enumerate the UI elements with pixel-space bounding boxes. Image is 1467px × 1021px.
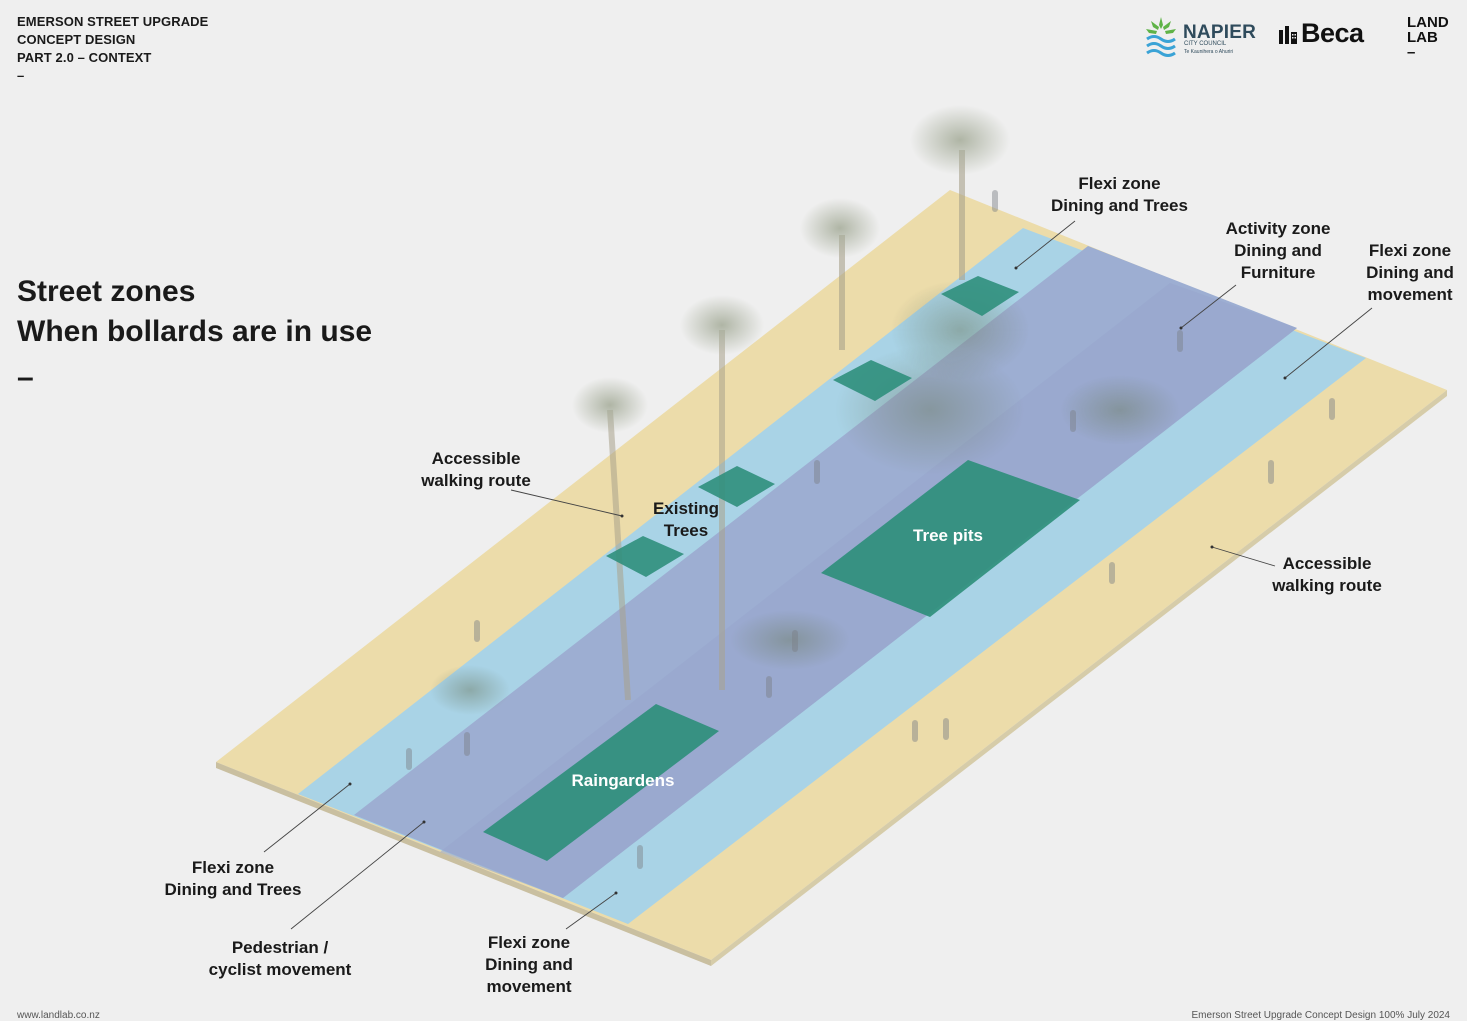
napier-wordmark: NAPIER: [1183, 22, 1256, 43]
page-title-line2: When bollards are in use: [17, 315, 373, 348]
label-flexi-zone-top-line2: Dining and Trees: [1051, 196, 1188, 215]
label-raingardens: Raingardens: [571, 771, 675, 790]
napier-emblem-icon: [1146, 17, 1176, 57]
platform-edge: [216, 762, 711, 966]
page-title: Street zones When bollards are in use –: [17, 272, 372, 398]
label-activity-zone-line1: Activity zone: [1225, 219, 1331, 238]
footer-website: www.landlab.co.nz: [17, 1010, 100, 1021]
beca-wordmark: Beca: [1301, 18, 1364, 48]
napier-subtitle: CITY COUNCIL: [1184, 41, 1227, 47]
label-accessible-right-line1: Accessible: [1282, 554, 1372, 573]
document-header: EMERSON STREET UPGRADE CONCEPT DESIGN PA…: [17, 13, 208, 85]
label-accessible-right-line2: walking route: [1272, 576, 1382, 595]
leader-lines: [263, 220, 1373, 930]
label-pedestrian-cyclist: Pedestrian / cyclist movement: [200, 937, 360, 981]
label-flexi-bottom-left-line2: Dining and Trees: [164, 880, 302, 899]
label-activity-zone-line3: Furniture: [1240, 263, 1316, 282]
label-existing-trees-line1: Existing: [652, 499, 720, 518]
tree-pit-4: [606, 536, 684, 577]
label-flexi-bottom-center-line1: Flexi zone: [487, 933, 571, 952]
landlab-logo: LAND LAB –: [1407, 15, 1449, 60]
label-accessible-walking-route-right: Accessible walking route: [1262, 553, 1392, 597]
header-part: PART 2.0 – CONTEXT: [17, 50, 152, 65]
landlab-line2: LAB: [1407, 29, 1438, 46]
napier-logo: NAPIER CITY COUNCIL Te Kaunihera o Ahuri…: [1141, 15, 1256, 61]
header-stage: CONCEPT DESIGN: [17, 32, 136, 47]
label-flexi-zone-top: Flexi zone Dining and Trees: [1047, 173, 1192, 217]
label-activity-zone-line2: Dining and: [1234, 241, 1322, 260]
platform-edge-right: [711, 390, 1447, 966]
page-title-dash: –: [17, 361, 34, 394]
label-flexi-bottom-center-line2: Dining and: [485, 955, 573, 974]
label-accessible-walking-route-left: Accessible walking route: [411, 448, 541, 492]
label-pedestrian-line1: Pedestrian /: [231, 938, 329, 957]
label-activity-zone: Activity zone Dining and Furniture: [1213, 218, 1343, 284]
beca-mark-icon: [1279, 26, 1297, 44]
label-existing-trees: Existing Trees: [641, 498, 731, 542]
label-flexi-zone-right-line1: Flexi zone: [1368, 241, 1452, 260]
beca-logo: Beca: [1279, 18, 1369, 50]
label-tree-pits: Tree pits: [913, 526, 983, 545]
label-pedestrian-line2: cyclist movement: [208, 960, 352, 979]
header-project: EMERSON STREET UPGRADE: [17, 14, 209, 29]
label-flexi-zone-top-line1: Flexi zone: [1078, 174, 1161, 193]
label-flexi-zone-right: Flexi zone Dining and movement: [1360, 240, 1460, 306]
raingardens-planting: [483, 704, 719, 861]
label-flexi-bottom-center-line3: movement: [486, 977, 572, 996]
napier-subtitle-maori: Te Kaunihera o Ahuriri: [1184, 49, 1234, 55]
label-flexi-bottom-left-line1: Flexi zone: [191, 858, 275, 877]
label-accessible-left-line1: Accessible: [431, 449, 521, 468]
label-flexi-zone-right-line3: movement: [1367, 285, 1453, 304]
label-flexi-zone-bottom-left: Flexi zone Dining and Trees: [158, 857, 308, 901]
tree-pit-3: [698, 466, 775, 507]
label-flexi-zone-right-line2: Dining and: [1366, 263, 1454, 282]
palm-trees: [572, 105, 1010, 701]
footer-document-info: Emerson Street Upgrade Concept Design 10…: [1191, 1010, 1450, 1021]
label-flexi-zone-bottom-center: Flexi zone Dining and movement: [474, 932, 584, 998]
people-figures: [406, 190, 1335, 869]
label-existing-trees-line2: Trees: [663, 521, 709, 540]
label-accessible-left-line2: walking route: [421, 471, 531, 490]
landlab-line1: LAND: [1407, 14, 1449, 31]
leader-dots: [348, 266, 1287, 895]
tree-pits-planting: [821, 460, 1080, 617]
tree-pit-1: [941, 276, 1019, 316]
tree-pit-2: [833, 360, 912, 401]
landlab-dash: –: [1407, 44, 1416, 61]
page-title-line1: Street zones: [17, 275, 196, 308]
header-dash: –: [17, 68, 25, 83]
